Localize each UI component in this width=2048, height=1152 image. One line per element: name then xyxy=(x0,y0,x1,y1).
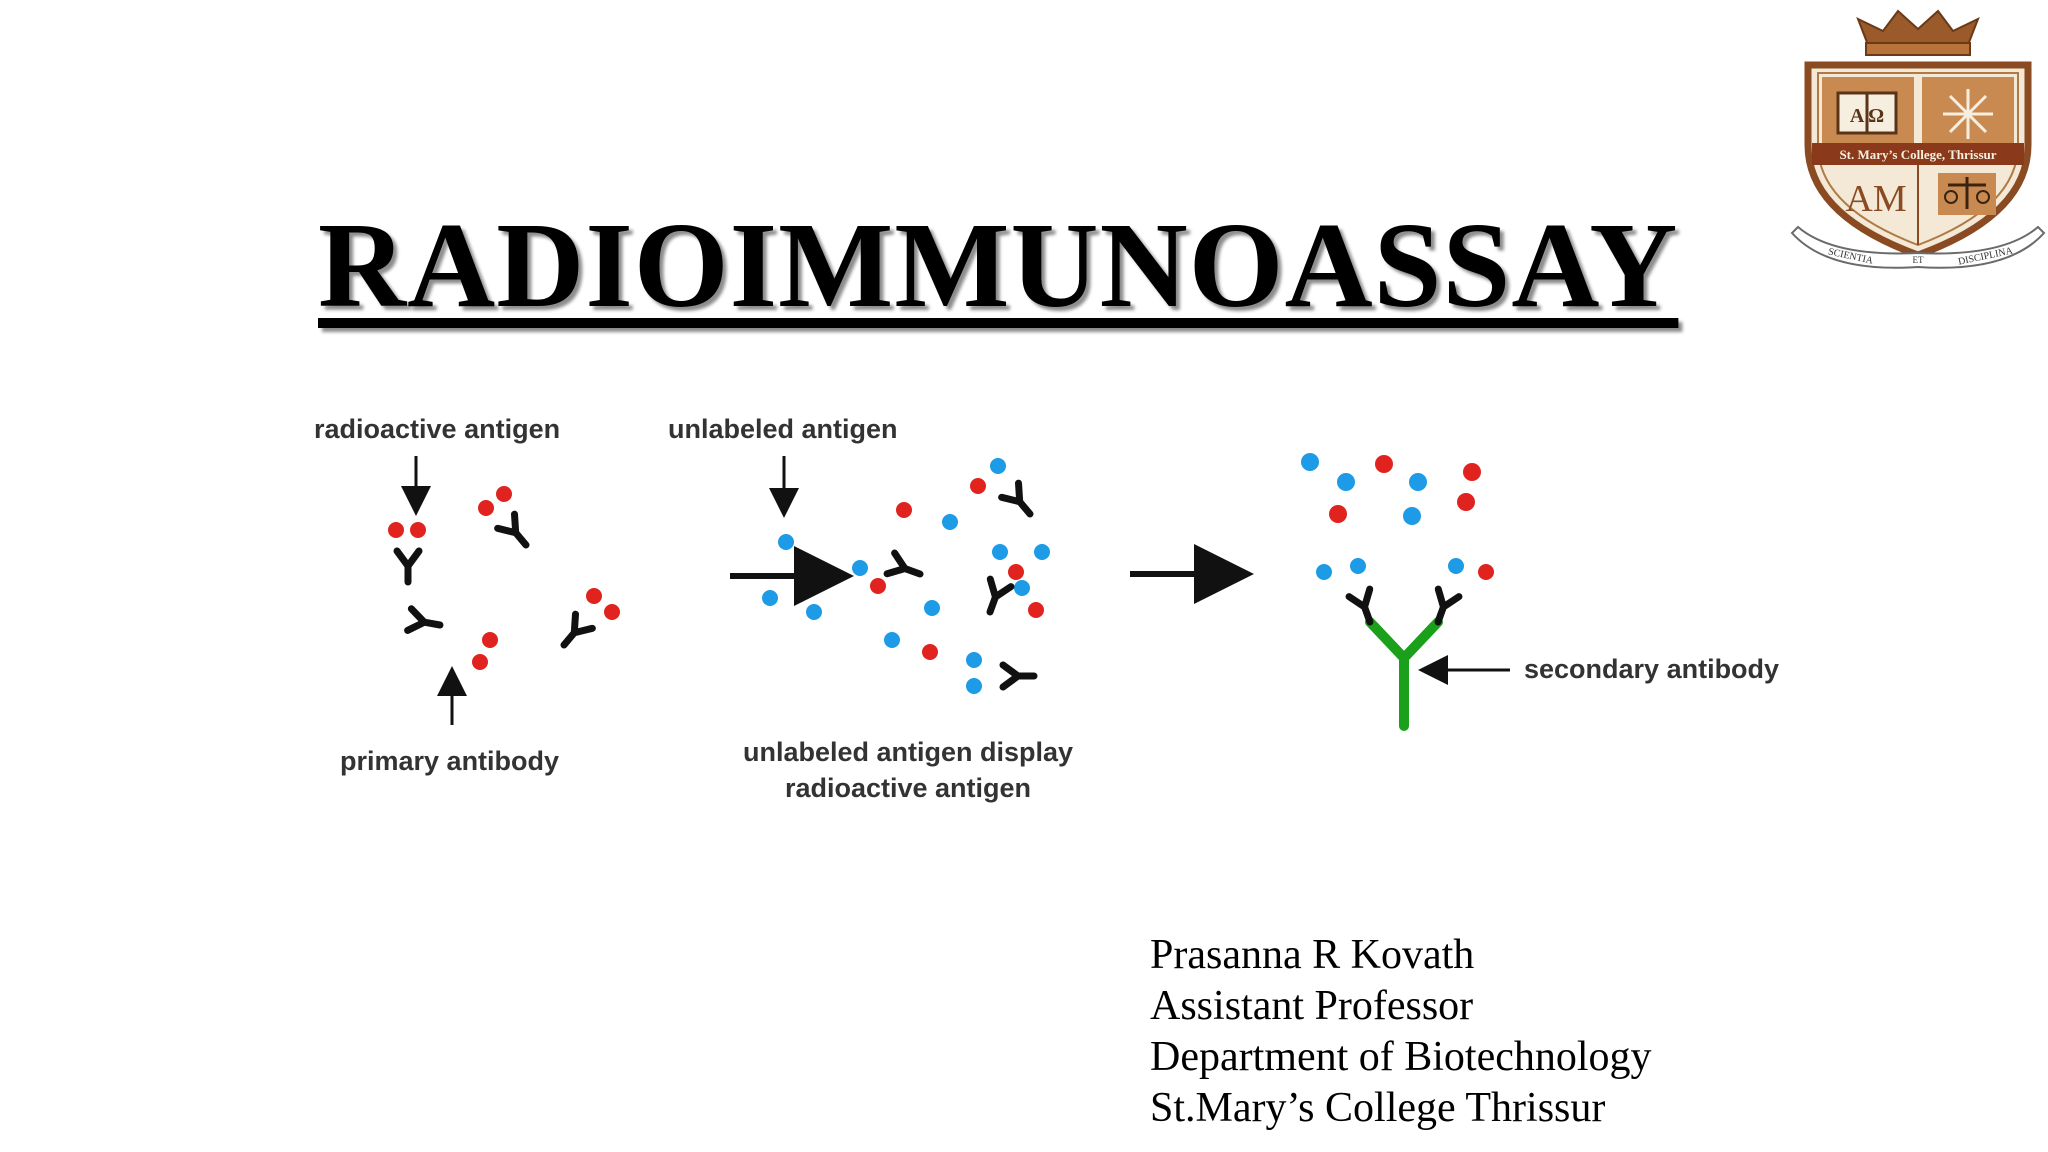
label-display-line2: radioactive antigen xyxy=(785,773,1031,803)
radioactive-antigens-free xyxy=(870,478,1044,660)
panel3-bound-antibodies xyxy=(1316,558,1494,626)
author-block: Prasanna R Kovath Assistant Professor De… xyxy=(1150,930,1652,1134)
primary-antibody-2 xyxy=(478,486,534,552)
primary-antibody-1 xyxy=(388,522,426,582)
author-name: Prasanna R Kovath xyxy=(1150,932,1475,978)
label-radioactive-antigen: radioactive antigen xyxy=(314,414,560,444)
panel3-free-antigens xyxy=(1301,453,1481,525)
college-crest-logo: A Ω St. Mary’s College, Thrissur AM SCIE… xyxy=(1790,9,2046,269)
crest-banner-text: St. Mary’s College, Thrissur xyxy=(1839,147,1996,162)
crest-book-text: A Ω xyxy=(1850,105,1884,127)
svg-text:AM: AM xyxy=(1845,178,1906,220)
author-institution: St.Mary’s College Thrissur xyxy=(1150,1085,1606,1131)
label-primary-antibody: primary antibody xyxy=(340,746,559,776)
label-secondary-antibody: secondary antibody xyxy=(1524,654,1779,684)
primary-antibody-4 xyxy=(556,588,620,652)
author-position: Assistant Professor xyxy=(1150,983,1474,1029)
radioimmunoassay-diagram: radioactive antigen primary antibody unl… xyxy=(314,414,1779,803)
label-unlabeled-antigen: unlabeled antigen xyxy=(668,414,898,444)
crest-motto-mid: ET xyxy=(1913,255,1924,265)
slide-title: RADIOIMMUNOASSAY xyxy=(318,198,1679,333)
label-display-line1: unlabeled antigen display xyxy=(743,737,1073,767)
secondary-antibody xyxy=(1365,617,1443,731)
unlabeled-antigens xyxy=(762,458,1050,694)
author-department: Department of Biotechnology xyxy=(1150,1034,1652,1080)
primary-antibody-3 xyxy=(408,609,498,670)
